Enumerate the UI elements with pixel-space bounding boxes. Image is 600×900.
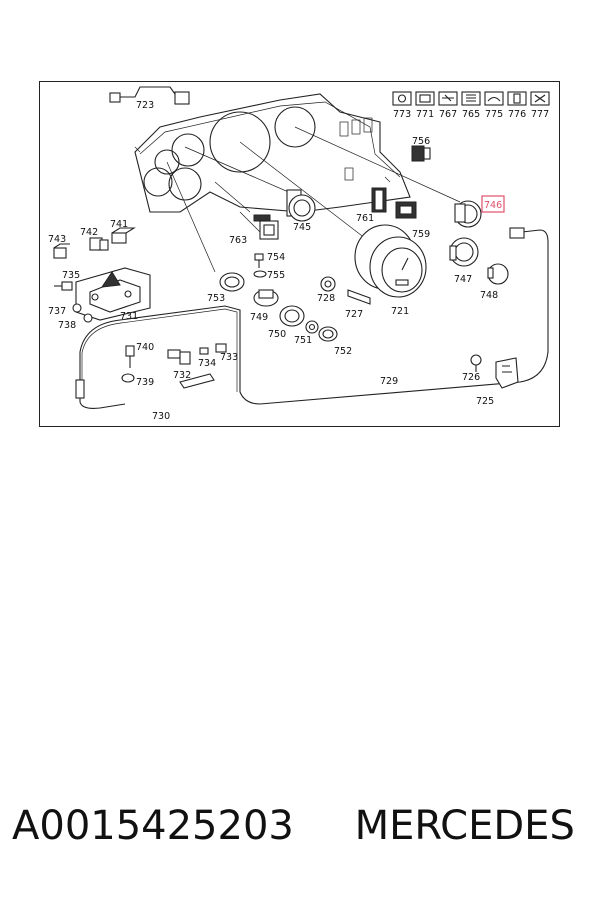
speedometer-cables: 730 729 [75,227,549,422]
label-761: 761 [356,213,374,224]
part-731-bracket: 731 [75,267,151,322]
label-754: 754 [267,252,285,263]
label-741: 741 [110,219,128,230]
label-742: 742 [80,227,98,238]
parts-725-726: 726 725 [462,354,519,407]
part-749-sender: 749 [250,289,279,323]
label-753: 753 [207,293,225,304]
parts-diagram: 723 773 771 767 765 775 776 777 756 [39,81,560,427]
part-number: A0015425203 [12,803,294,849]
label-739: 739 [136,377,154,388]
part-752-ring: 752 [318,326,352,357]
label-776: 776 [508,109,526,120]
part-751-nut: 751 [294,320,319,346]
parts-741-742-743-clips: 741 742 743 [48,219,136,259]
parts-737-738: 737 738 [48,303,93,331]
part-756-switch: 756 [411,136,431,162]
parts-fittings-732-740: 740 739 732 734 733 [121,342,238,388]
label-748: 748 [480,290,498,301]
part-745-gauge: 745 [286,189,316,233]
label-740: 740 [136,342,154,353]
label-734: 734 [198,358,216,369]
part-763-switch: 763 [229,214,279,246]
dashboard-outline [134,93,411,213]
part-753-socket: 753 [207,272,245,304]
part-761-switch: 761 [356,187,387,224]
label-755: 755 [267,270,285,281]
part-747-gauge: 747 [449,237,479,285]
label-763: 763 [229,235,247,246]
part-748-knob: 748 [480,263,509,301]
label-745: 745 [293,222,311,233]
label-732: 732 [173,370,191,381]
label-726: 726 [462,372,480,383]
label-752: 752 [334,346,352,357]
label-771: 771 [416,109,434,120]
label-733: 733 [220,352,238,363]
product-caption: A0015425203 MERCEDES [12,803,592,849]
label-743: 743 [48,234,66,245]
part-721-instrument: 721 [354,224,427,317]
label-728: 728 [317,293,335,304]
part-750-ring: 750 [268,305,305,340]
label-749: 749 [250,312,268,323]
label-751: 751 [294,335,312,346]
highlight-box-746 [481,195,505,213]
label-731: 731 [120,311,138,322]
label-721: 721 [391,306,409,317]
instrument-cluster-exploded-view: 723 773 771 767 765 775 776 777 756 [48,86,550,422]
label-723: 723 [136,100,154,111]
label-747: 747 [454,274,472,285]
label-756: 756 [412,136,430,147]
part-728-gear: 728 [317,276,336,304]
label-725: 725 [476,396,494,407]
label-775: 775 [485,109,503,120]
label-737: 737 [48,306,66,317]
label-738: 738 [58,320,76,331]
part-727-bracket: 727 [345,289,371,320]
label-759: 759 [412,229,430,240]
label-750: 750 [268,329,286,340]
leader-lines [166,126,461,273]
warning-lamp-row: 773 771 767 765 775 776 777 [392,91,550,120]
label-729: 729 [380,376,398,387]
brand-name: MERCEDES [354,803,575,849]
label-765: 765 [462,109,480,120]
label-746: 746 [484,200,502,211]
label-777: 777 [531,109,549,120]
part-759-switch: 759 [395,201,430,240]
label-735: 735 [62,270,80,281]
label-727: 727 [345,309,363,320]
part-746-gauge: 746 [454,195,505,228]
label-730: 730 [152,411,170,422]
parts-754-755-screws: 754 755 [253,252,285,281]
part-735-screw: 735 [54,270,80,291]
part-723-connector: 723 [109,86,190,111]
label-767: 767 [439,109,457,120]
label-773: 773 [393,109,411,120]
